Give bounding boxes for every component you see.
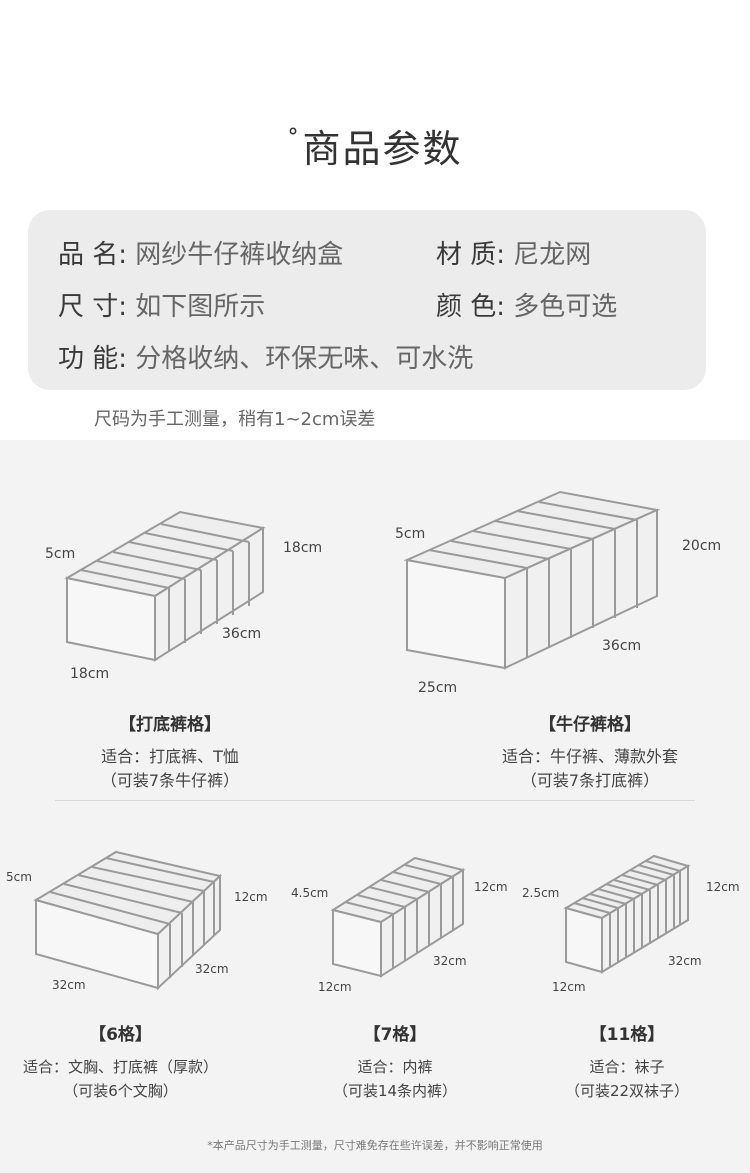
measure-note: 尺码为手工测量，稍有1~2cm误差 <box>94 409 376 430</box>
box-illustration-11 <box>563 854 691 974</box>
dim-height-leggings: 18cm <box>283 540 323 556</box>
dim-depth-jeans: 25cm <box>418 680 458 696</box>
box-diagram-jeans <box>395 486 680 686</box>
box-diagram-11 <box>560 850 700 980</box>
caption-11: 【11格】 适合：袜子 （可装22双袜子） <box>564 1025 690 1100</box>
box-illustration-jeans <box>403 490 661 670</box>
spec-size: 尺 寸: 如下图所示 <box>58 292 266 322</box>
dim-depth-11: 12cm <box>552 980 586 994</box>
spec-name: 品 名: 网纱牛仔裤收纳盒 <box>58 240 344 270</box>
dim-width-jeans: 5cm <box>395 526 426 542</box>
caption-jeans: 【牛仔裤格】 适合：牛仔裤、薄款外套 （可装7条打底裤） <box>501 715 678 790</box>
dim-length-jeans: 36cm <box>602 638 642 654</box>
box-diagram-6 <box>28 838 238 998</box>
box-illustration-leggings <box>64 510 266 662</box>
dim-length-7: 32cm <box>433 954 467 968</box>
caption-6: 【6格】 适合：文胸、打底裤（厚款） （可装6个文胸） <box>22 1025 218 1100</box>
dim-depth-6: 32cm <box>52 978 86 992</box>
degree-dot-icon: ° <box>287 125 301 150</box>
dim-width-11: 2.5cm <box>522 886 560 900</box>
dim-height-6: 12cm <box>234 890 268 904</box>
spec-material: 材 质: 尼龙网 <box>436 240 592 270</box>
box-diagram-7 <box>325 852 475 982</box>
dim-height-11: 12cm <box>706 880 740 894</box>
dim-width-leggings: 5cm <box>45 546 76 562</box>
spec-color: 颜 色: 多色可选 <box>436 292 618 322</box>
spec-function: 功 能: 分格收纳、环保无味、可水洗 <box>58 344 474 374</box>
dim-width-6: 5cm <box>6 870 32 884</box>
caption-7: 【7格】 适合：内裤 （可装14条内裤） <box>332 1025 458 1100</box>
dim-length-leggings: 36cm <box>222 626 262 642</box>
box-diagram-leggings <box>55 500 295 685</box>
dim-depth-leggings: 18cm <box>70 666 110 682</box>
dim-height-jeans: 20cm <box>682 538 722 554</box>
dim-height-7: 12cm <box>474 880 508 894</box>
box-illustration-6 <box>33 850 223 991</box>
page-title: °商品参数 <box>287 125 463 171</box>
dim-length-11: 32cm <box>668 954 702 968</box>
footer-disclaimer: *本产品尺寸为手工测量，尺寸难免存在些许误差，并不影响正常使用 <box>207 1139 543 1152</box>
box-illustration-7 <box>330 856 466 978</box>
dim-depth-7: 12cm <box>318 980 352 994</box>
caption-leggings: 【打底裤格】 适合：打底裤、T恤 （可装7条牛仔裤） <box>100 715 240 790</box>
spec-panel: 品 名: 网纱牛仔裤收纳盒 材 质: 尼龙网 尺 寸: 如下图所示 颜 色: 多… <box>28 210 706 390</box>
section-divider <box>55 800 695 801</box>
dim-width-7: 4.5cm <box>291 886 329 900</box>
dim-length-6: 32cm <box>195 962 229 976</box>
top-section: °商品参数 品 名: 网纱牛仔裤收纳盒 材 质: 尼龙网 尺 寸: 如下图所示 … <box>0 0 750 440</box>
